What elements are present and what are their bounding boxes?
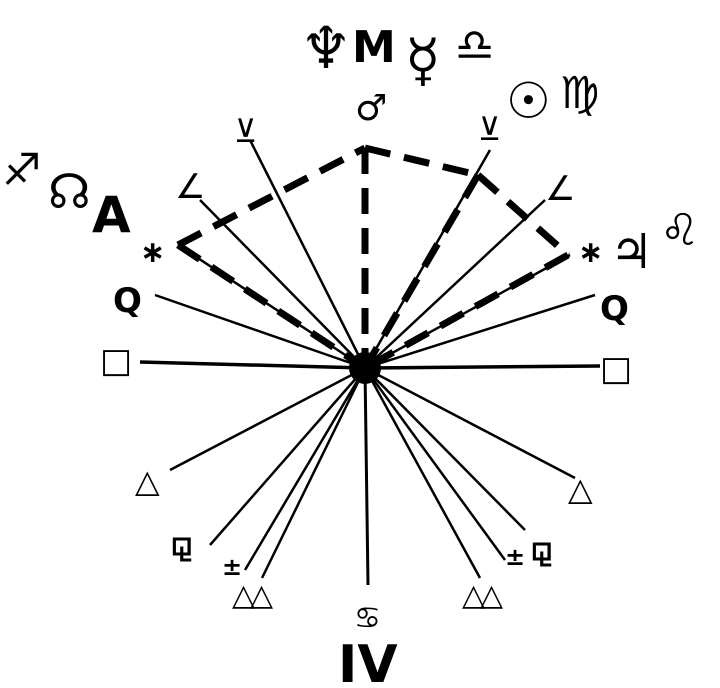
line-left-trine2: [260, 367, 367, 579]
mercury-glyph: ☿: [405, 26, 441, 94]
biquintile-right-icon: ±: [505, 543, 525, 571]
line-right-trine2: [363, 367, 482, 579]
trine-right-icon: △: [568, 470, 593, 508]
line-to-jupiter: [364, 253, 571, 370]
line-left-sesqui: [209, 367, 366, 546]
biquintile-left-icon: ±: [222, 553, 242, 581]
leo-glyph: ♌: [660, 205, 699, 256]
north-node-glyph: ☊: [48, 164, 91, 220]
line-right-semisquare: [364, 199, 546, 369]
semi-square-right-icon: ∠: [545, 169, 575, 209]
sesquiquadrate-left-icon: ⚼: [170, 524, 194, 564]
line-left-quintile: [154, 293, 366, 370]
cancer-glyph: ♋: [354, 601, 381, 636]
line-to-asc: [177, 243, 366, 370]
line-right-quintile: [364, 293, 596, 370]
sextile-left-icon: ∗: [140, 235, 165, 270]
trine-bottom-right-a-icon: △: [462, 578, 485, 613]
semi-sextile-left-icon: ⊻: [234, 112, 257, 150]
square-right-icon: □: [600, 349, 632, 389]
virgo-glyph: ♍: [560, 68, 599, 119]
dash-mars-to-sun: [364, 144, 479, 179]
line-right-sesqui: [364, 367, 526, 531]
midheaven-label: M: [352, 22, 396, 73]
ascendant-label: A: [92, 186, 131, 244]
jupiter-glyph: ♃: [610, 224, 653, 280]
line-left-semisquare: [199, 199, 366, 369]
sagittarius-glyph: ♐: [2, 145, 41, 196]
sextile-right-icon: ∗: [578, 235, 603, 270]
trine-left-icon: △: [135, 462, 160, 500]
line-left-biquintile: [243, 367, 367, 571]
dashed-figure: [176, 144, 571, 372]
line-top-left-semisextile: [248, 139, 367, 369]
line-right-square: [364, 364, 601, 370]
line-bottom: [363, 367, 370, 586]
dash-sun-to-jupiter: [475, 172, 571, 258]
trine-bottom-right-b-icon: △: [480, 578, 503, 613]
line-left-square: [139, 360, 366, 370]
semi-sextile-right-icon: ⊻: [478, 110, 501, 148]
square-left-icon: □: [100, 341, 132, 381]
quintile-left-icon: Q: [113, 281, 142, 321]
libra-glyph: ♎: [455, 20, 494, 71]
mars-glyph: ♂: [355, 88, 387, 129]
neptune-glyph: ♆: [300, 14, 352, 82]
ic-label: IV: [338, 635, 398, 688]
quintile-right-icon: Q: [600, 289, 629, 329]
dash-asc-to-mars: [176, 144, 367, 249]
center-hub: [349, 352, 381, 384]
sun-glyph: ☉: [506, 72, 551, 130]
sesquiquadrate-right-icon: ⚼: [530, 529, 554, 569]
semi-square-left-icon: ∠: [175, 167, 205, 207]
line-right-biquintile: [363, 367, 507, 561]
trine-bottom-left-b-icon: △: [250, 578, 273, 613]
trine-bottom-left-a-icon: △: [232, 578, 255, 613]
line-left-trine: [169, 366, 366, 472]
line-right-trine: [364, 366, 576, 480]
